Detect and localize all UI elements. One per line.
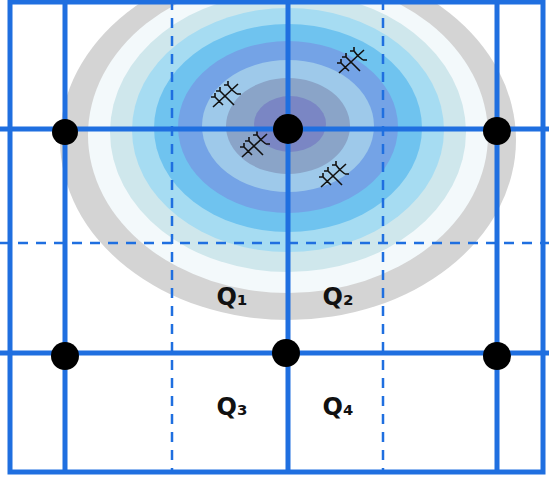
grid-points xyxy=(51,114,511,370)
quadrant-label: Q₁ xyxy=(217,285,248,309)
quadrant-label: Q₂ xyxy=(323,285,354,309)
quadrant-label: Q₄ xyxy=(323,395,354,419)
quadrant-label: Q₃ xyxy=(217,395,248,419)
